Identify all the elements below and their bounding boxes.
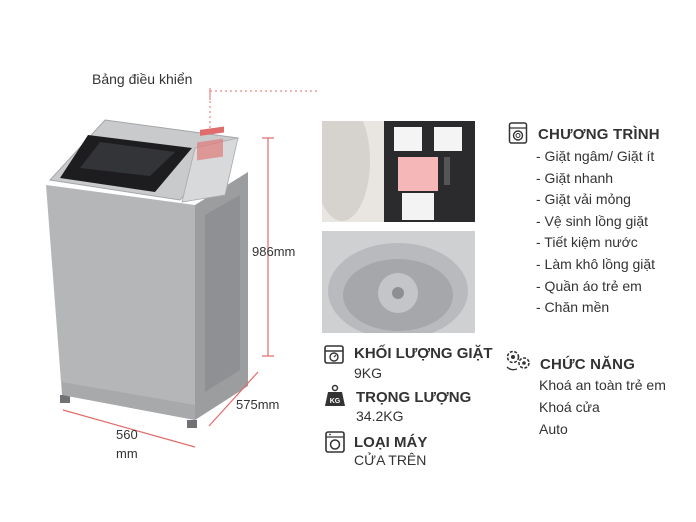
spec-wash-capacity-value: 9KG (354, 365, 383, 381)
width-dimension-unit: mm (116, 446, 138, 461)
washing-machine-icon (324, 431, 346, 453)
program-list: - Giặt ngâm/ Giặt ít - Giặt nhanh - Giặt… (536, 146, 655, 319)
program-item: - Giặt nhanh (536, 169, 614, 186)
features-gears-icon (505, 348, 533, 377)
spec-weight-title: TRỌNG LƯỢNG (356, 389, 472, 406)
width-dimension-line (62, 409, 196, 448)
kg-icon-text: KG (330, 398, 341, 405)
spec-machine-type-value: CỬA TRÊN (354, 452, 427, 468)
drum-photo (322, 231, 475, 333)
spec-machine-type-title: LOẠI MÁY (354, 434, 428, 451)
control-panel-photo-art (322, 121, 475, 222)
panel-display (200, 126, 224, 136)
height-dimension-label: 986mm (252, 244, 296, 259)
machine-body-front (46, 185, 195, 420)
spec-wash-capacity-title: KHỐI LƯỢNG GIẶT (354, 345, 493, 362)
program-washer-icon (508, 122, 530, 144)
spec-weight-value: 34.2KG (356, 408, 404, 424)
depth-dimension-line (208, 371, 259, 427)
program-item: - Làm khô lồng giặt (536, 255, 656, 272)
drum-photo-art (322, 231, 475, 333)
program-item: - Chăn mền (536, 299, 610, 316)
feature-item: Auto (539, 421, 568, 437)
program-item: - Tiết kiệm nước (536, 234, 638, 251)
program-item: - Giặt ngâm/ Giặt ít (536, 148, 655, 164)
kg-weight-icon: KG (324, 384, 346, 406)
machine-glass-reflection (80, 142, 175, 176)
program-item: - Giặt vải mỏng (536, 191, 631, 208)
program-title: CHƯƠNG TRÌNH (538, 126, 660, 143)
weighing-scale-icon (323, 343, 345, 365)
machine-foot-left (60, 395, 70, 403)
feature-item: Khoá an toàn trẻ em (539, 377, 666, 393)
features-list: Khoá an toàn trẻ em Khoá cửa Auto (539, 374, 666, 440)
control-panel-photo (322, 121, 475, 222)
panel-buttons (197, 138, 223, 161)
program-item: - Quần áo trẻ em (536, 277, 642, 294)
machine-control-panel (181, 137, 239, 203)
program-item: - Vệ sinh lồng giặt (536, 212, 649, 229)
depth-dimension-label: 575mm (236, 397, 280, 412)
feature-item: Khoá cửa (539, 399, 600, 415)
machine-side-panel-inset (205, 195, 240, 392)
machine-base (62, 382, 195, 420)
washing-machine-illustration (46, 88, 318, 448)
machine-foot-right (187, 420, 197, 428)
control-panel-label: Bảng điều khiển (92, 71, 193, 87)
width-dimension-value: 560 (116, 427, 138, 442)
features-title: CHỨC NĂNG (540, 356, 636, 373)
